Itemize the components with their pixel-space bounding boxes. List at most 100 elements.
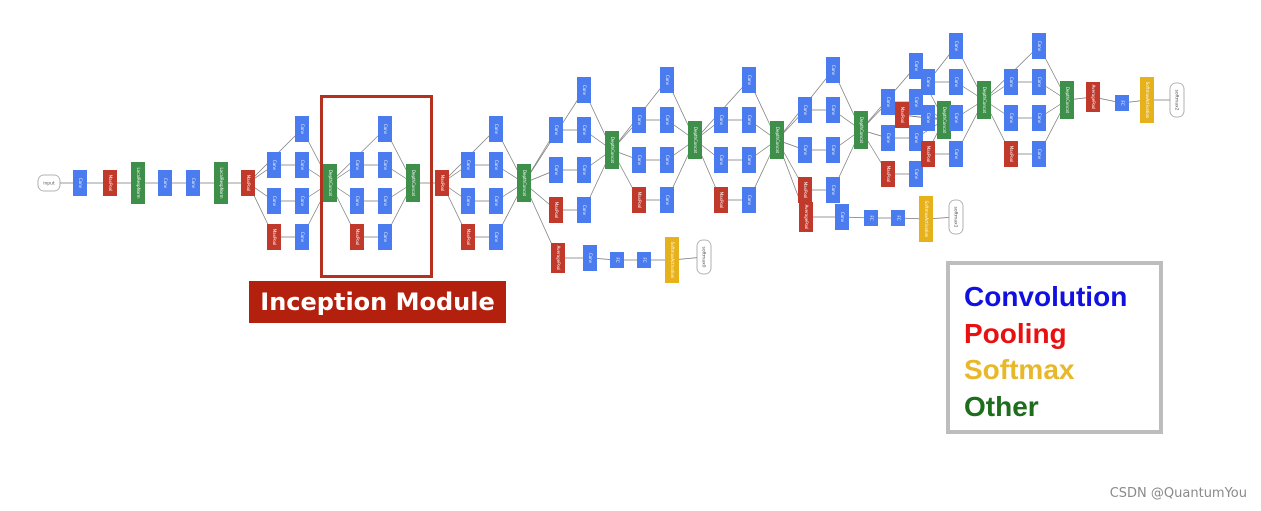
softmax-activation-node-shape <box>1140 77 1154 123</box>
maxpool-node: MaxPool <box>798 177 812 203</box>
conv-node-shape <box>186 170 200 196</box>
conv-node-shape <box>742 107 756 133</box>
legend-item-convolution: Convolution <box>964 281 1128 312</box>
conv-node: Conv <box>909 125 923 151</box>
conv-node-shape <box>1032 105 1046 131</box>
conv-node: Conv <box>881 89 895 115</box>
conv-node: Conv <box>577 157 591 183</box>
conv-node: Conv <box>577 117 591 143</box>
maxpool-node: MaxPool <box>881 161 895 187</box>
inception-module-highlight-box <box>320 95 433 278</box>
depthconcat-node: DepthConcat <box>937 101 951 139</box>
maxpool-node-shape <box>881 161 895 187</box>
maxpool-node: MaxPool <box>103 170 117 196</box>
maxpool-node: MaxPool <box>241 170 255 196</box>
conv-node: Conv <box>826 177 840 203</box>
averagepool-node: AveragePool <box>551 243 565 273</box>
conv-node: Conv <box>921 105 935 131</box>
conv-node-label: Conv <box>1037 113 1042 124</box>
fc-node: FC <box>1115 95 1129 111</box>
averagepool-node: AveragePool <box>799 202 813 232</box>
conv-node-shape <box>1032 141 1046 167</box>
conv-node-label: Conv <box>886 133 891 144</box>
watermark: CSDN @QuantumYou <box>1109 486 1247 501</box>
maxpool-node-label: MaxPool <box>719 192 724 209</box>
conv-node-shape <box>378 224 392 250</box>
conv-node-label: Conv <box>719 115 724 126</box>
conv-node-shape <box>1032 33 1046 59</box>
maxpool-node-label: MaxPool <box>272 229 277 246</box>
conv-node-label: Conv <box>665 155 670 166</box>
conv-node: Conv <box>583 245 597 271</box>
localrespnorm-node-shape <box>131 162 145 204</box>
conv-node-label: Conv <box>954 149 959 160</box>
conv-node-shape <box>798 97 812 123</box>
conv-node: Conv <box>73 170 87 196</box>
maxpool-node-shape <box>1004 141 1018 167</box>
conv-node-label: Conv <box>1009 77 1014 88</box>
averagepool-node-label: AveragePool <box>1091 85 1096 110</box>
conv-node: Conv <box>489 188 503 214</box>
conv-node-label: Conv <box>554 125 559 136</box>
conv-node: Conv <box>295 152 309 178</box>
conv-node-label: Conv <box>840 212 845 223</box>
averagepool-node-label: AveragePool <box>556 246 561 271</box>
conv-node: Conv <box>798 137 812 163</box>
softmax-activation-node: SoftmaxActivation <box>1140 77 1154 123</box>
averagepool-node: AveragePool <box>1086 82 1100 112</box>
localrespnorm-node-label: LocalRespNorm <box>219 168 224 199</box>
conv-node-shape <box>921 69 935 95</box>
io-node-label: softmax1 <box>953 206 959 227</box>
maxpool-node: MaxPool <box>461 224 475 250</box>
conv-node-shape <box>798 137 812 163</box>
depthconcat-node-shape <box>977 81 991 119</box>
conv-node-label: Conv <box>914 97 919 108</box>
fc-node-label: FC <box>869 215 874 220</box>
depthconcat-node: DepthConcat <box>605 131 619 169</box>
depthconcat-node-shape <box>605 131 619 169</box>
conv-node-shape <box>921 105 935 131</box>
maxpool-node-label: MaxPool <box>108 175 113 192</box>
conv-node-shape <box>660 187 674 213</box>
conv-node: Conv <box>826 97 840 123</box>
conv-node-shape <box>267 152 281 178</box>
conv-node-label: Conv <box>582 85 587 96</box>
conv-node-label: Conv <box>719 155 724 166</box>
maxpool-node-label: MaxPool <box>554 202 559 219</box>
conv-node: Conv <box>1032 105 1046 131</box>
conv-node-label: Conv <box>1037 41 1042 52</box>
legend-item-softmax: Softmax <box>964 354 1075 385</box>
conv-node: Conv <box>378 116 392 142</box>
depthconcat-node: DepthConcat <box>770 121 784 159</box>
conv-node-shape <box>267 188 281 214</box>
conv-node: Conv <box>798 97 812 123</box>
fc-node: FC <box>610 252 624 268</box>
conv-node: Conv <box>378 224 392 250</box>
conv-node-label: Conv <box>637 115 642 126</box>
conv-node-shape <box>881 89 895 115</box>
conv-node-shape <box>295 224 309 250</box>
conv-node-label: Conv <box>355 160 360 171</box>
fc-node-shape <box>864 210 878 226</box>
conv-node-label: Conv <box>914 61 919 72</box>
averagepool-node-shape <box>551 243 565 273</box>
conv-node-shape <box>489 152 503 178</box>
depthconcat-node: DepthConcat <box>854 111 868 149</box>
depthconcat-node: DepthConcat <box>406 164 420 202</box>
conv-node-shape <box>826 177 840 203</box>
conv-node: Conv <box>660 67 674 93</box>
conv-node: Conv <box>909 53 923 79</box>
conv-node-label: Conv <box>466 160 471 171</box>
conv-node-label: Conv <box>272 160 277 171</box>
conv-node: Conv <box>577 197 591 223</box>
conv-node-shape <box>577 117 591 143</box>
conv-node-label: Conv <box>272 196 277 207</box>
conv-node-label: Conv <box>831 145 836 156</box>
conv-node: Conv <box>378 188 392 214</box>
inception-module-label: Inception Module <box>249 281 506 323</box>
conv-node-label: Conv <box>954 77 959 88</box>
maxpool-node-label: MaxPool <box>803 182 808 199</box>
io-node-label: softmax0 <box>701 246 707 267</box>
maxpool-node-shape <box>921 141 935 167</box>
